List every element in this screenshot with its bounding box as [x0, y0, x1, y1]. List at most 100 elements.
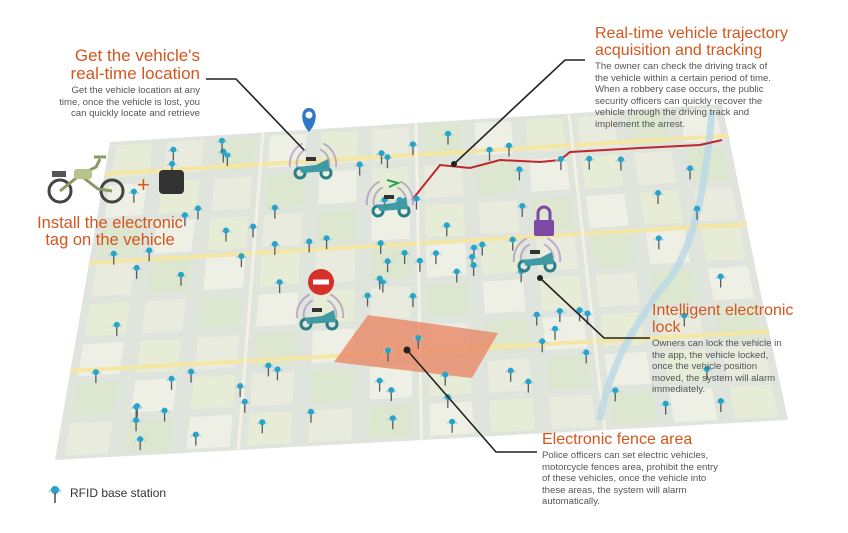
- rfid-station-icon: [439, 371, 451, 386]
- map-block: [429, 401, 474, 436]
- map-block: [487, 358, 532, 393]
- scooter-icon: [299, 308, 339, 331]
- signal-wave: [399, 180, 415, 206]
- rfid-station-icon: [256, 419, 268, 434]
- map-block: [130, 378, 178, 413]
- map-block: [309, 368, 354, 403]
- map-block: [627, 111, 670, 146]
- rfid-station-icon: [159, 407, 171, 422]
- map-block: [480, 239, 523, 274]
- rfid-station-icon: [247, 223, 259, 238]
- map-block: [535, 236, 579, 271]
- rfid-station-icon: [48, 486, 62, 503]
- rfid-station-icon: [130, 417, 142, 432]
- rfid-station-icon: [580, 349, 592, 364]
- map-block: [525, 117, 566, 152]
- rfid-station-icon: [522, 378, 534, 393]
- rfid-station-icon: [476, 241, 488, 256]
- map-block: [371, 206, 411, 241]
- rfid-station-icon: [516, 202, 528, 217]
- map-block: [207, 216, 249, 251]
- rfid-station-icon: [305, 408, 317, 423]
- signal-wave: [546, 237, 562, 263]
- map-block: [258, 252, 301, 287]
- rfid-station-icon: [143, 247, 155, 262]
- rfid-station-icon: [130, 403, 142, 418]
- electronic-tag-icon: [159, 170, 184, 194]
- rfid-station-icon: [303, 238, 315, 253]
- rfid-station-icon: [531, 311, 543, 326]
- callout-title: Electronic fence area: [542, 431, 693, 448]
- map-block: [707, 266, 755, 301]
- rfid-station-icon: [220, 227, 232, 242]
- signal-wave: [512, 237, 528, 263]
- map-block: [424, 163, 464, 198]
- signal-wave: [322, 142, 338, 168]
- map-block: [371, 166, 410, 202]
- scooter-icon: [371, 195, 411, 218]
- map-block: [318, 170, 357, 205]
- rfid-station-icon: [441, 222, 453, 237]
- rfid-station-icon: [387, 415, 399, 430]
- river: [596, 109, 716, 421]
- map-block: [722, 345, 771, 380]
- rfid-station-icon: [660, 400, 672, 415]
- map-block: [64, 421, 113, 456]
- map-block: [549, 394, 596, 430]
- map-block: [84, 302, 130, 337]
- map-block: [700, 226, 747, 261]
- rfid-station-icon: [555, 156, 567, 171]
- map-block: [211, 176, 253, 211]
- rfid-station-icon: [385, 387, 397, 402]
- map-block: [669, 388, 718, 423]
- map-block: [633, 150, 677, 186]
- rfid-station-icon: [262, 362, 274, 377]
- rfid-station-icon: [382, 347, 394, 362]
- rfid-station-icon: [442, 130, 454, 145]
- map-block: [423, 124, 462, 159]
- rfid-station-icon: [90, 369, 102, 384]
- map-block: [369, 404, 413, 440]
- rfid-station-icon: [430, 250, 442, 265]
- rfid-station-icon: [715, 398, 727, 413]
- map-block: [125, 417, 173, 453]
- signal-wave: [329, 293, 345, 319]
- map-blocks: [64, 108, 779, 456]
- rfid-station-icon: [321, 235, 333, 250]
- map-block: [546, 355, 592, 390]
- rfid-station-icon: [134, 436, 146, 451]
- rfid-station-icon: [549, 325, 561, 340]
- map-block: [190, 374, 236, 410]
- rfid-station-icon: [374, 275, 386, 290]
- rfid-station-icon: [407, 141, 419, 156]
- rfid-station-icon: [354, 161, 366, 176]
- map-block: [663, 348, 711, 383]
- rfid-station-icon: [407, 292, 419, 307]
- map-block: [319, 130, 358, 165]
- rfid-station-icon: [451, 268, 463, 283]
- callout-trajectory-tracking: Real-time vehicle trajectory acquisition…: [595, 25, 813, 131]
- map-block: [111, 143, 154, 178]
- map-block: [370, 285, 412, 321]
- callout-real-time-location: Get the vehicle's real-time location Get…: [28, 47, 200, 120]
- map-block: [474, 120, 514, 156]
- map-block: [590, 233, 635, 268]
- rfid-station-icon: [274, 279, 286, 294]
- rfid-station-icon: [414, 257, 426, 272]
- map-block: [370, 246, 411, 281]
- callout-title: Intelligent electronic lock: [652, 302, 794, 336]
- map-road: [567, 113, 607, 431]
- rfid-station-icon: [234, 383, 246, 398]
- route-arrow-icon: [386, 179, 401, 188]
- signal-wave: [372, 186, 384, 206]
- callout-line-location: [206, 78, 305, 151]
- signal-wave: [365, 180, 381, 206]
- rfid-stations: [90, 130, 727, 451]
- rfid-station-icon: [235, 253, 247, 268]
- map-block: [247, 411, 293, 446]
- rfid-station-icon: [361, 292, 374, 307]
- callout-install-tag: Install the electronic tag on the vehicl…: [26, 215, 194, 249]
- rfid-station-icon: [165, 375, 178, 390]
- rfid-station-icon: [216, 137, 228, 152]
- map-block: [425, 203, 465, 238]
